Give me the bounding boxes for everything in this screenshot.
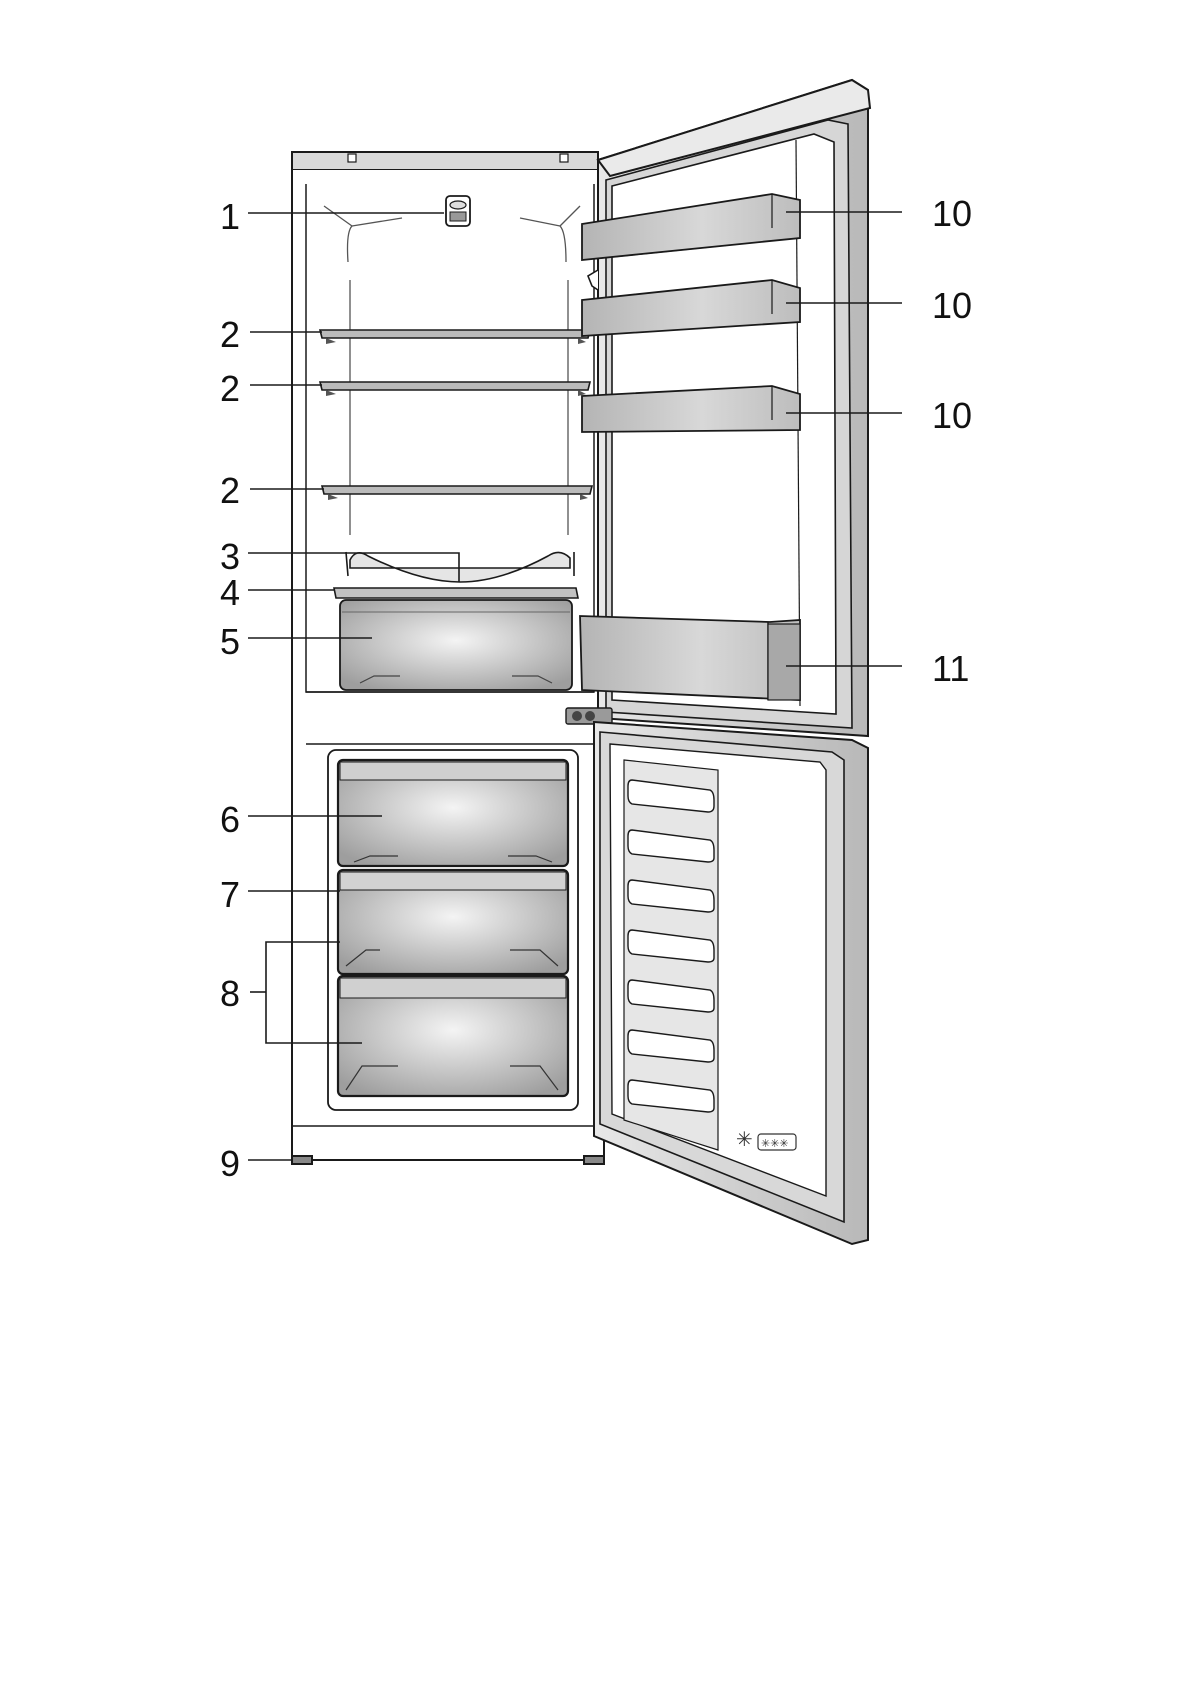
label-7: 7 bbox=[220, 874, 240, 915]
label-2a: 2 bbox=[220, 314, 240, 355]
label-9: 9 bbox=[220, 1143, 240, 1184]
label-2b: 2 bbox=[220, 368, 240, 409]
label-4: 4 bbox=[220, 572, 240, 613]
crisper-cover bbox=[334, 588, 578, 598]
freezer-stars-icon: ✳✳✳ bbox=[761, 1137, 789, 1150]
label-8: 8 bbox=[220, 973, 240, 1014]
label-6: 6 bbox=[220, 799, 240, 840]
label-2c: 2 bbox=[220, 470, 240, 511]
middle-hinge bbox=[566, 708, 612, 724]
label-11: 11 bbox=[932, 648, 969, 689]
foot-left bbox=[292, 1156, 312, 1164]
freezer-drawer-top bbox=[338, 760, 568, 866]
crisper-drawer bbox=[340, 600, 572, 690]
cabinet-top bbox=[292, 152, 598, 170]
label-5: 5 bbox=[220, 621, 240, 662]
light-thermostat-unit bbox=[446, 196, 470, 226]
label-10b: 10 bbox=[932, 285, 972, 326]
door-bottle-shelf bbox=[580, 616, 800, 700]
freezer-drawer-middle bbox=[338, 870, 568, 974]
freezer-drawer-bottom bbox=[338, 976, 568, 1096]
top-hinge-left bbox=[348, 154, 356, 162]
label-10a: 10 bbox=[932, 193, 972, 234]
freezer-snowflake-icon: ✳ bbox=[736, 1127, 753, 1151]
foot-right bbox=[584, 1156, 604, 1164]
label-3: 3 bbox=[220, 536, 240, 577]
label-10c: 10 bbox=[932, 395, 972, 436]
top-hinge-right bbox=[560, 154, 568, 162]
label-1: 1 bbox=[220, 196, 240, 237]
